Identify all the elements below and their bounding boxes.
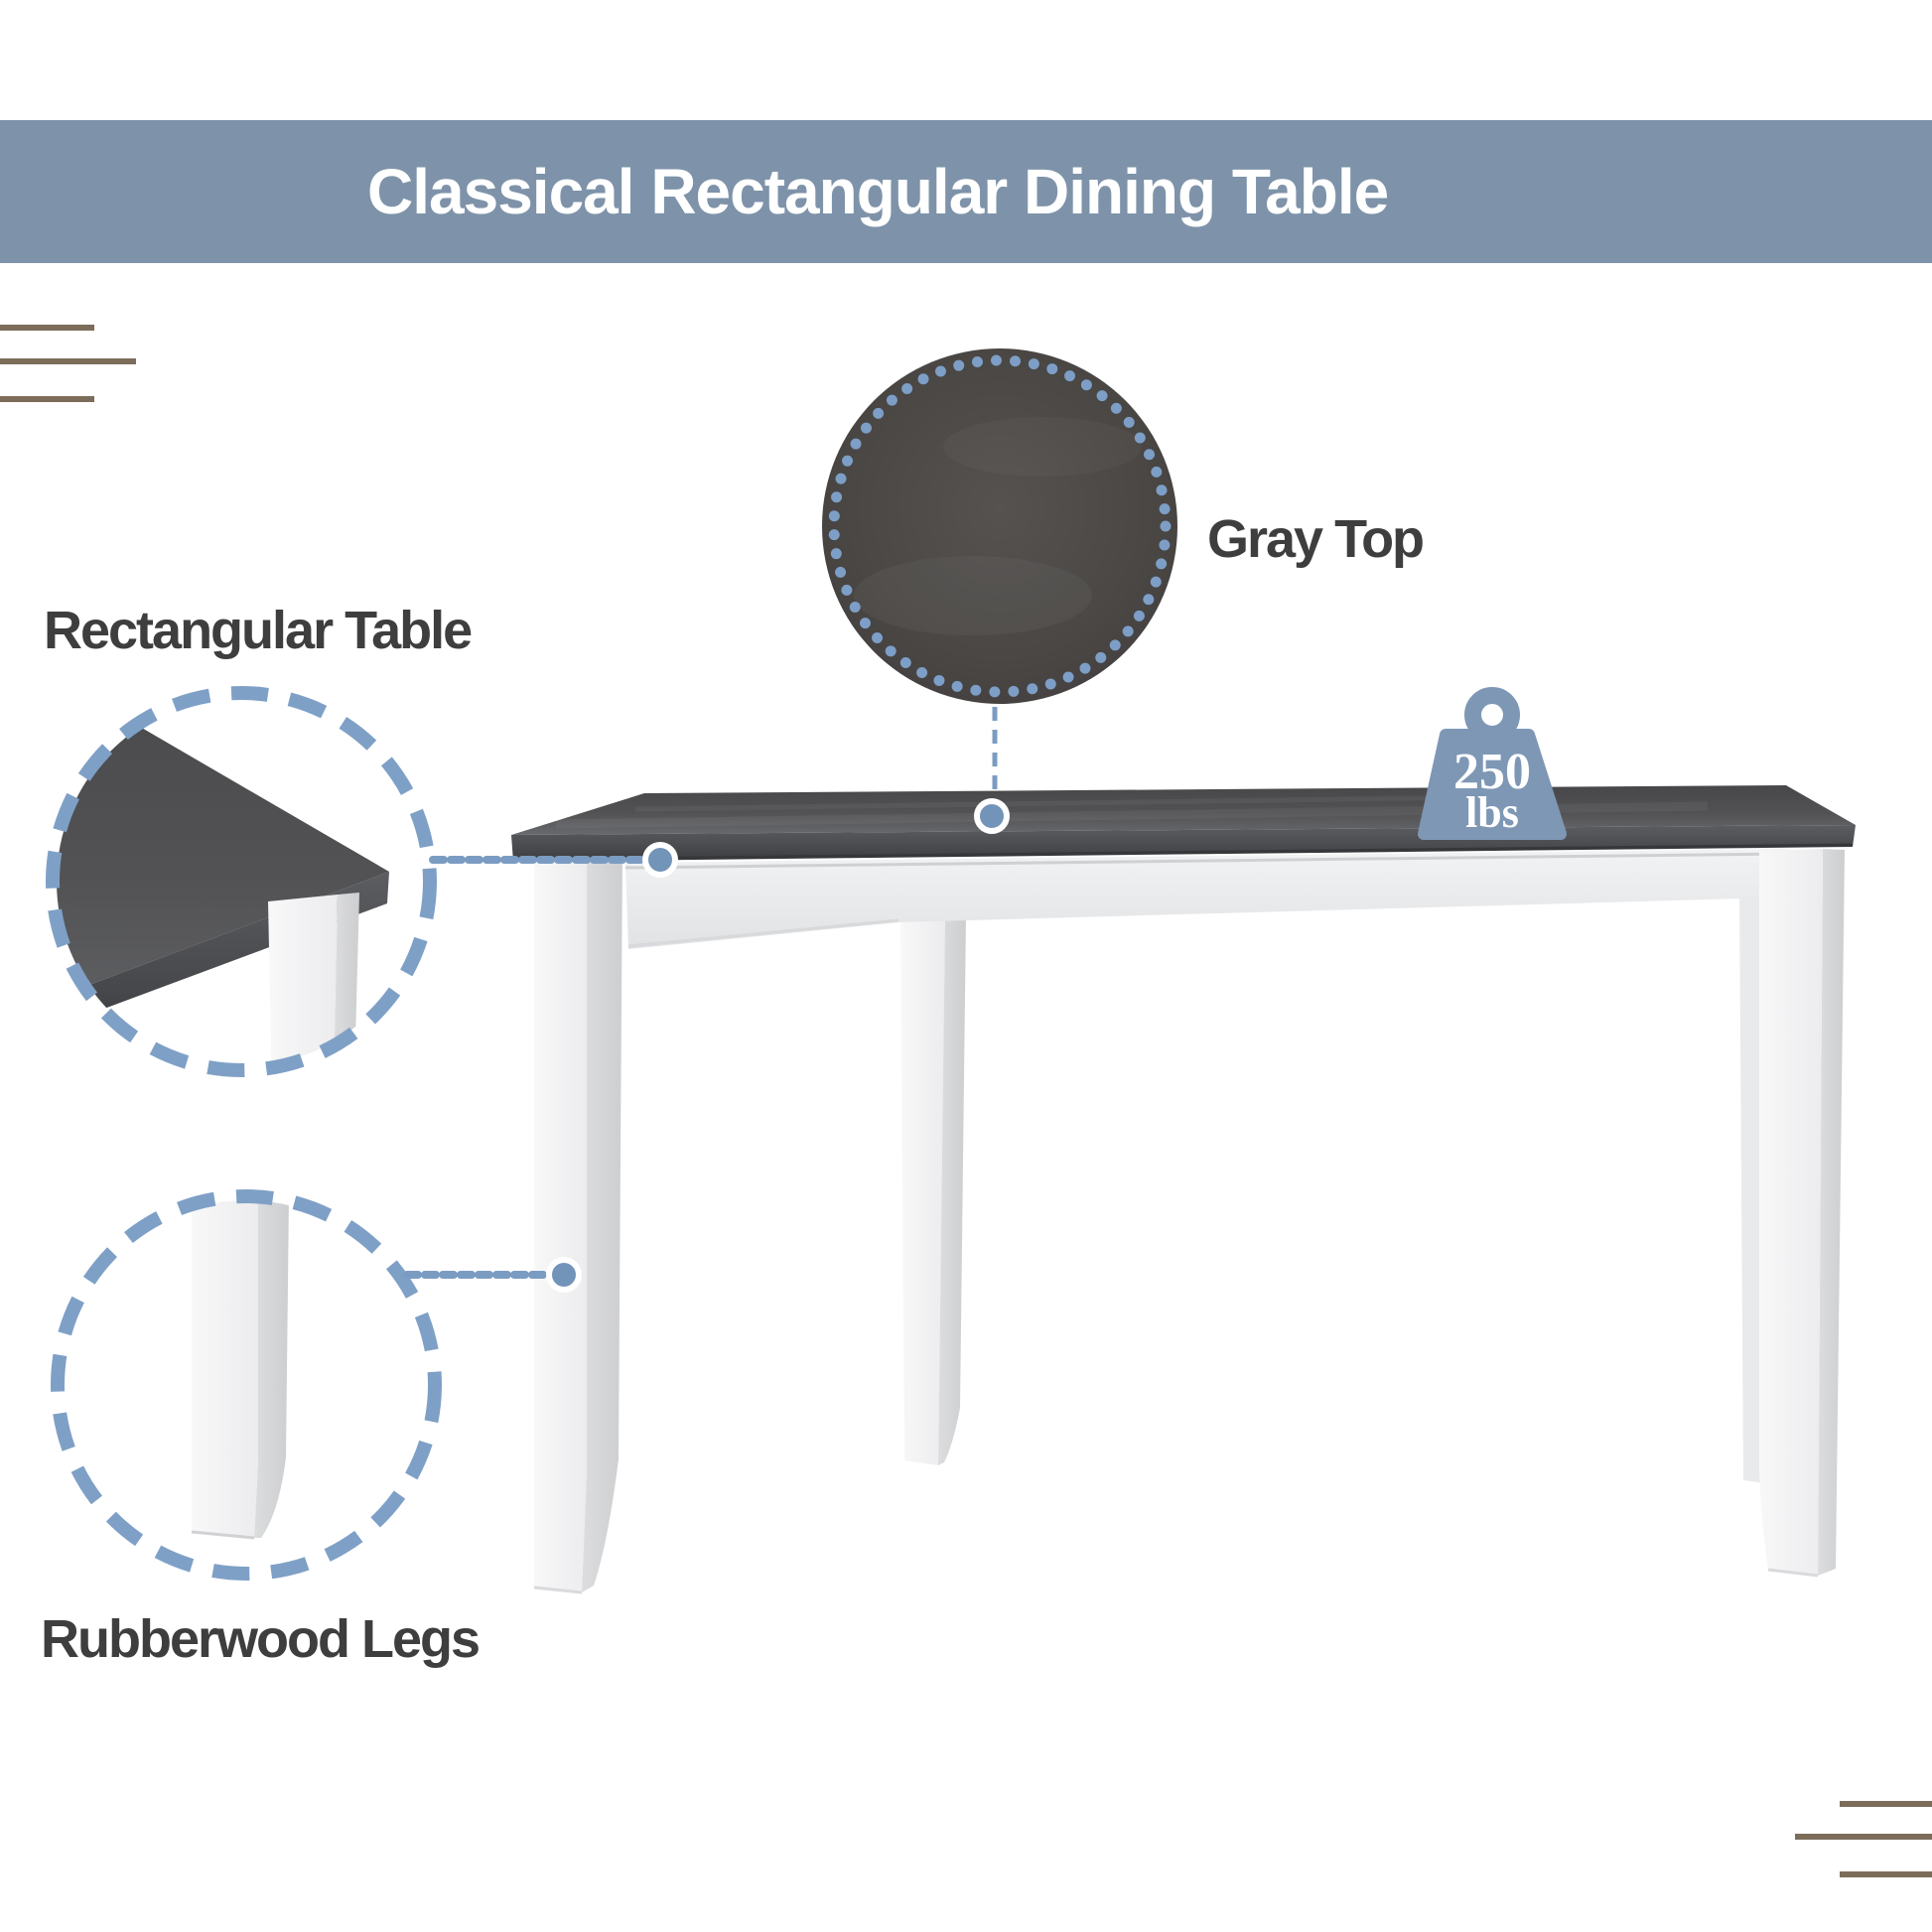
decor-line-bottom-right-3 (1840, 1871, 1932, 1877)
decor-line-top-left-1 (0, 325, 94, 331)
rectangular-table-label: Rectangular Table (44, 601, 473, 660)
header-banner: Classical Rectangular Dining Table (0, 120, 1932, 263)
weight-icon (1418, 687, 1567, 840)
page-title: Classical Rectangular Dining Table (367, 156, 1389, 227)
leg-detail-circle (51, 1189, 442, 1581)
table-corner-detail-circle (46, 686, 437, 1077)
dashed-circle-corner (46, 686, 437, 1077)
decor-line-top-left-3 (0, 396, 94, 402)
dining-table (511, 785, 1856, 1594)
weight-capacity-value: 250 (1453, 744, 1531, 800)
table-leg-rear-left (900, 914, 966, 1465)
gray-top-detail-circle (822, 348, 1177, 704)
table-leg-front-right (1759, 849, 1845, 1578)
gray-top-dotted-ring (828, 354, 1172, 698)
gray-top-disk (822, 348, 1177, 704)
decor-line-top-left-2 (0, 358, 136, 364)
callout-dot-corner (642, 842, 678, 878)
tabletop (511, 785, 1856, 862)
decor-line-bottom-right-1 (1840, 1801, 1932, 1807)
dashed-circle-leg (51, 1189, 442, 1581)
weight-capacity-unit: lbs (1465, 788, 1519, 837)
callout-dot-leg (546, 1257, 582, 1293)
rubberwood-legs-label: Rubberwood Legs (41, 1609, 481, 1669)
callout-dot-gray-top (974, 798, 1010, 834)
table-apron (624, 849, 1788, 949)
table-leg-front-left (533, 851, 622, 1594)
gray-top-label: Gray Top (1207, 509, 1425, 569)
decor-line-bottom-right-2 (1795, 1834, 1932, 1840)
